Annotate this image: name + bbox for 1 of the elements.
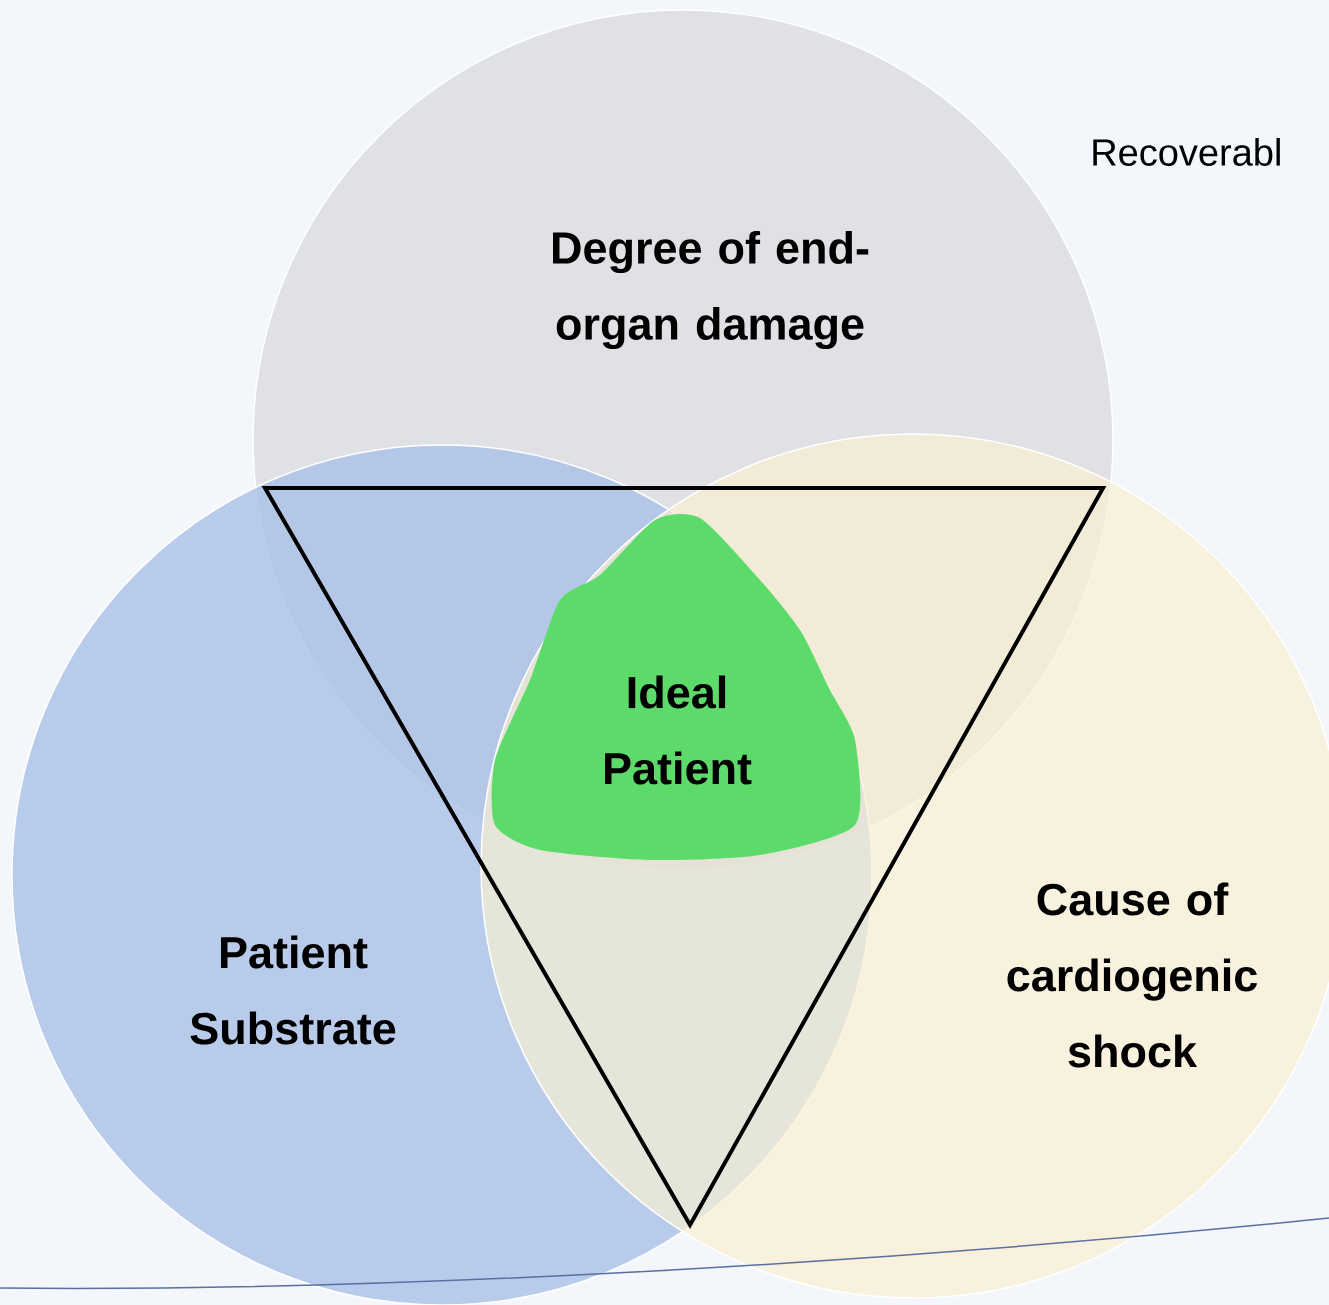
ideal-patient-blob: Ideal Patient <box>491 514 861 861</box>
